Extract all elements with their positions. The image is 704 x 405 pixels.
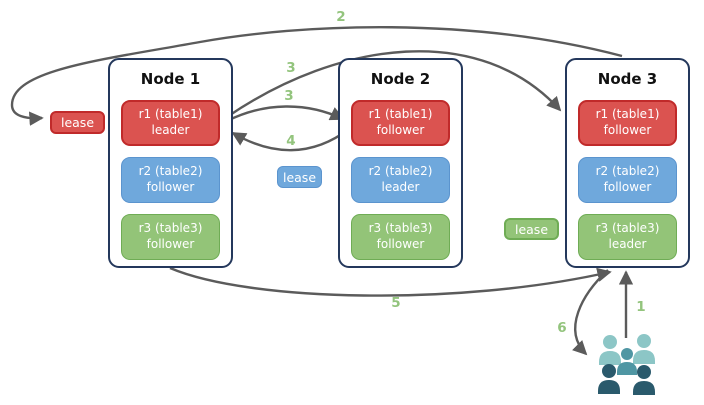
users-icon	[598, 334, 655, 395]
step-label-4: 4	[286, 133, 296, 149]
node2-replica-r3: r3 (table3) follower	[351, 214, 450, 260]
replica-role: follower	[146, 180, 195, 194]
node3-replica-r3: r3 (table3) leader	[578, 214, 677, 260]
node-1-card: Node 1 r1 (table1) leader r2 (table2) fo…	[108, 58, 233, 268]
replica-name: r3 (table3)	[368, 221, 433, 236]
node1-replica-r2: r2 (table2) follower	[121, 157, 220, 203]
replica-role: follower	[376, 237, 425, 251]
replica-role: follower	[603, 180, 652, 194]
replica-name: r1 (table1)	[138, 107, 203, 122]
replica-role: follower	[603, 123, 652, 137]
node3-replica-r2: r2 (table2) follower	[578, 157, 677, 203]
replica-name: r2 (table2)	[595, 164, 660, 179]
arrow-step-5	[169, 266, 612, 297]
step-label-6: 6	[557, 320, 567, 336]
replica-name: r1 (table1)	[595, 107, 660, 122]
arrow-step-6	[572, 269, 609, 356]
node1-replica-r3: r3 (table3) follower	[121, 214, 220, 260]
lease-badge-r2: lease	[277, 166, 322, 188]
step-label-3-upper: 3	[286, 60, 296, 76]
node-3-title: Node 3	[597, 70, 658, 88]
node-2-card: Node 2 r1 (table1) follower r2 (table2) …	[338, 58, 463, 268]
lease-badge-r1: lease	[50, 111, 105, 134]
replica-name: r2 (table2)	[368, 164, 433, 179]
step-label-1: 1	[636, 299, 646, 315]
replica-name: r2 (table2)	[138, 164, 203, 179]
node-3-card: Node 3 r1 (table1) follower r2 (table2) …	[565, 58, 690, 268]
step-label-2: 2	[336, 9, 346, 25]
node2-replica-r1: r1 (table1) follower	[351, 100, 450, 146]
node1-replica-r1: r1 (table1) leader	[121, 100, 220, 146]
arrow-step-3-to-node3	[226, 50, 562, 118]
user-person-dark-right	[633, 365, 655, 395]
node-2-title: Node 2	[370, 70, 431, 88]
replica-name: r1 (table1)	[368, 107, 433, 122]
user-person-light-right	[633, 334, 655, 364]
replica-role: leader	[151, 123, 190, 137]
node-1-title: Node 1	[140, 70, 201, 88]
replica-name: r3 (table3)	[138, 221, 203, 236]
replica-role: follower	[146, 237, 195, 251]
arrow-step-3-to-node2	[226, 105, 345, 123]
arrow-step-4	[231, 128, 350, 152]
step-label-3-lower: 3	[284, 88, 294, 104]
user-person-mid	[617, 348, 637, 375]
replica-role: leader	[608, 237, 647, 251]
node2-replica-r2: r2 (table2) leader	[351, 157, 450, 203]
user-person-light-left	[599, 335, 621, 365]
step-label-5: 5	[391, 295, 401, 311]
node3-replica-r1: r1 (table1) follower	[578, 100, 677, 146]
arrow-step-2	[10, 25, 623, 126]
replica-role: leader	[381, 180, 420, 194]
replica-name: r3 (table3)	[595, 221, 660, 236]
user-person-dark-left	[598, 364, 620, 394]
replica-role: follower	[376, 123, 425, 137]
lease-badge-r3: lease	[504, 218, 559, 240]
